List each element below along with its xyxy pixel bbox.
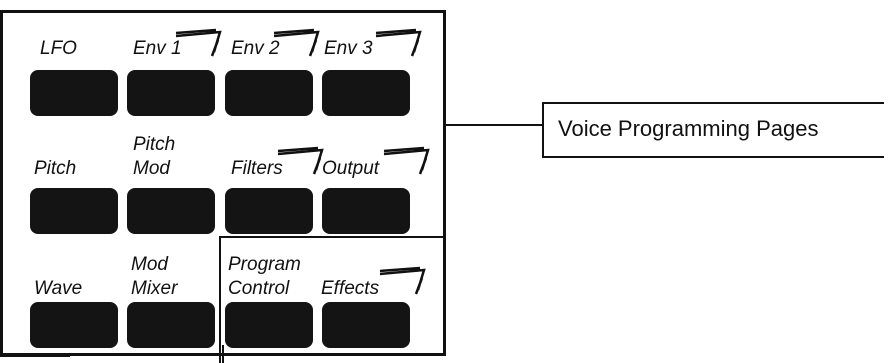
output-button[interactable] [322,188,410,234]
label-filters: Filters [231,158,283,179]
multi-page-mark-icon [379,266,426,295]
multi-page-mark-icon [375,28,422,57]
callout-box [542,102,884,158]
env-2-button[interactable] [225,70,313,116]
env-3-button[interactable] [322,70,410,116]
label-mod-mixer-line1: Mod [131,254,168,275]
effects-button[interactable] [322,302,410,348]
program-region-left-line [219,236,221,363]
multi-page-mark-icon [175,28,222,57]
label-pitch: Pitch [34,158,77,179]
label-program-control-line2: Control [228,278,290,299]
panel-left-border [0,10,3,356]
program-region-tail-line [222,345,224,363]
program-control-button[interactable] [225,302,313,348]
callout-connector [446,124,542,126]
label-env-2: Env 2 [231,38,280,59]
wave-button[interactable] [30,302,118,348]
filters-button[interactable] [225,188,313,234]
label-wave: Wave [34,278,83,299]
label-lfo: LFO [40,38,77,59]
program-region-top-line [220,236,446,238]
label-output: Output [322,158,380,179]
bottom-bar [0,353,70,357]
mod-mixer-button[interactable] [127,302,215,348]
label-program-control-line1: Program [228,254,301,275]
label-effects: Effects [321,278,380,299]
lfo-button[interactable] [30,70,118,116]
pitch-mod-button[interactable] [127,188,215,234]
multi-page-mark-icon [277,146,324,175]
label-pitch-mod-line1: Pitch [133,134,176,155]
label-env-1: Env 1 [133,38,182,59]
callout-label: Voice Programming Pages [558,116,819,141]
multi-page-mark-icon [273,28,320,57]
multi-page-mark-icon [383,146,430,175]
label-env-3: Env 3 [324,38,373,59]
label-pitch-mod-line2: Mod [133,158,170,179]
env-1-button[interactable] [127,70,215,116]
pitch-button[interactable] [30,188,118,234]
label-mod-mixer-line2: Mixer [131,278,178,299]
